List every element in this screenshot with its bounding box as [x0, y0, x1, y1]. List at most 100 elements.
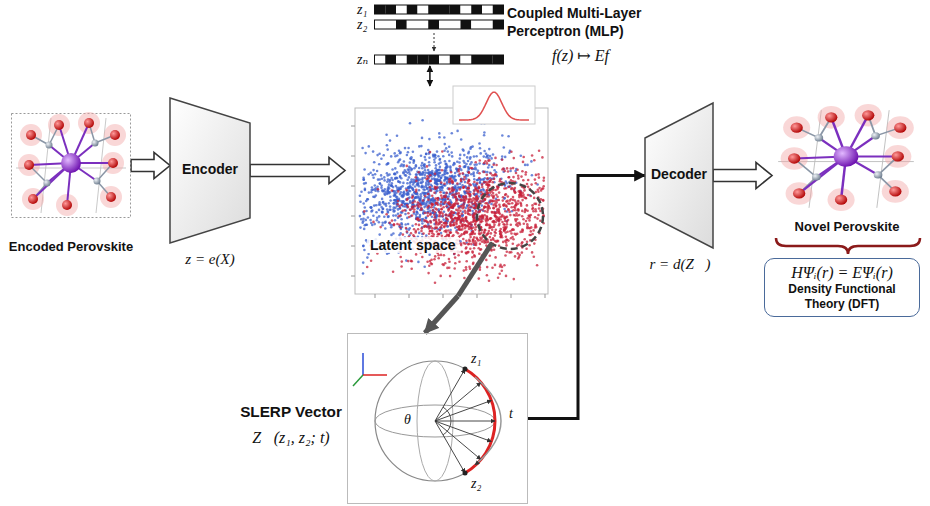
data-point — [522, 218, 525, 221]
data-point — [475, 183, 478, 186]
data-point — [386, 189, 389, 192]
data-point — [361, 222, 364, 225]
data-point — [527, 194, 530, 197]
data-point — [423, 191, 426, 194]
data-point — [542, 199, 545, 202]
data-point — [432, 203, 435, 206]
data-point — [389, 139, 392, 142]
data-point — [483, 181, 486, 184]
oxygen-atom — [106, 192, 116, 202]
data-point — [437, 254, 440, 257]
axis-tick — [351, 186, 355, 187]
data-point — [428, 161, 431, 164]
data-point — [517, 257, 520, 260]
data-point — [437, 204, 440, 207]
data-point — [538, 149, 541, 152]
data-point — [462, 238, 465, 241]
data-point — [533, 197, 536, 200]
data-point — [454, 262, 457, 265]
data-point — [463, 269, 466, 272]
data-point — [440, 201, 443, 204]
data-point — [473, 254, 476, 257]
data-point — [424, 169, 427, 172]
data-point — [494, 264, 497, 267]
data-point — [461, 251, 464, 254]
data-point — [408, 189, 411, 192]
data-point — [404, 223, 407, 226]
data-point — [483, 134, 486, 137]
data-point — [445, 205, 448, 208]
data-point — [451, 132, 454, 135]
data-point — [441, 215, 444, 218]
data-point — [445, 217, 448, 220]
data-point — [414, 180, 417, 183]
data-point — [455, 195, 458, 198]
data-point — [533, 255, 536, 258]
data-point — [363, 182, 366, 185]
data-point — [448, 154, 451, 157]
data-point — [443, 182, 446, 185]
arrow-connector — [713, 163, 772, 189]
data-point — [450, 171, 453, 174]
data-point — [365, 219, 368, 222]
data-point — [399, 165, 402, 168]
data-point — [378, 209, 381, 212]
axis-tick — [409, 294, 410, 298]
data-point — [481, 186, 484, 189]
data-point — [370, 222, 373, 225]
data-point — [460, 219, 463, 222]
data-point — [501, 134, 504, 137]
data-point — [504, 156, 507, 159]
scatter-points — [359, 117, 546, 284]
data-point — [417, 228, 420, 231]
data-point — [448, 145, 451, 148]
data-point — [454, 172, 457, 175]
data-point — [409, 167, 412, 170]
data-point — [511, 187, 514, 190]
data-point — [399, 152, 402, 155]
data-point — [399, 232, 402, 235]
data-point — [490, 217, 493, 220]
data-point — [406, 231, 409, 234]
data-point — [427, 149, 430, 152]
data-point — [426, 261, 429, 264]
data-point — [470, 243, 473, 246]
data-point — [517, 252, 520, 255]
data-point — [458, 195, 461, 198]
data-point — [362, 217, 365, 220]
data-point — [427, 272, 430, 275]
data-point — [384, 221, 387, 224]
data-point — [386, 208, 389, 211]
data-point — [465, 239, 468, 242]
axis-tick — [351, 126, 355, 127]
data-point — [387, 215, 390, 218]
data-point — [492, 207, 495, 210]
data-point — [493, 178, 496, 181]
data-point — [378, 153, 381, 156]
data-point — [407, 212, 410, 215]
data-point — [480, 248, 483, 251]
data-point — [487, 154, 490, 157]
data-point — [487, 232, 490, 235]
data-point — [503, 229, 506, 232]
data-point — [427, 193, 430, 196]
data-point — [440, 208, 443, 211]
data-point — [462, 148, 465, 151]
data-point — [407, 151, 410, 154]
data-point — [448, 160, 451, 163]
data-point — [469, 163, 472, 166]
axis-tick — [511, 294, 512, 298]
data-point — [394, 199, 397, 202]
data-point — [469, 209, 472, 212]
data-point — [522, 179, 525, 182]
data-point — [445, 194, 448, 197]
data-point — [510, 251, 513, 254]
data-point — [419, 181, 422, 184]
data-point — [440, 254, 443, 257]
data-point — [429, 151, 432, 154]
data-point — [442, 191, 445, 194]
data-point — [431, 170, 434, 173]
data-point — [427, 199, 430, 202]
data-point — [431, 198, 434, 201]
data-point — [404, 213, 407, 216]
